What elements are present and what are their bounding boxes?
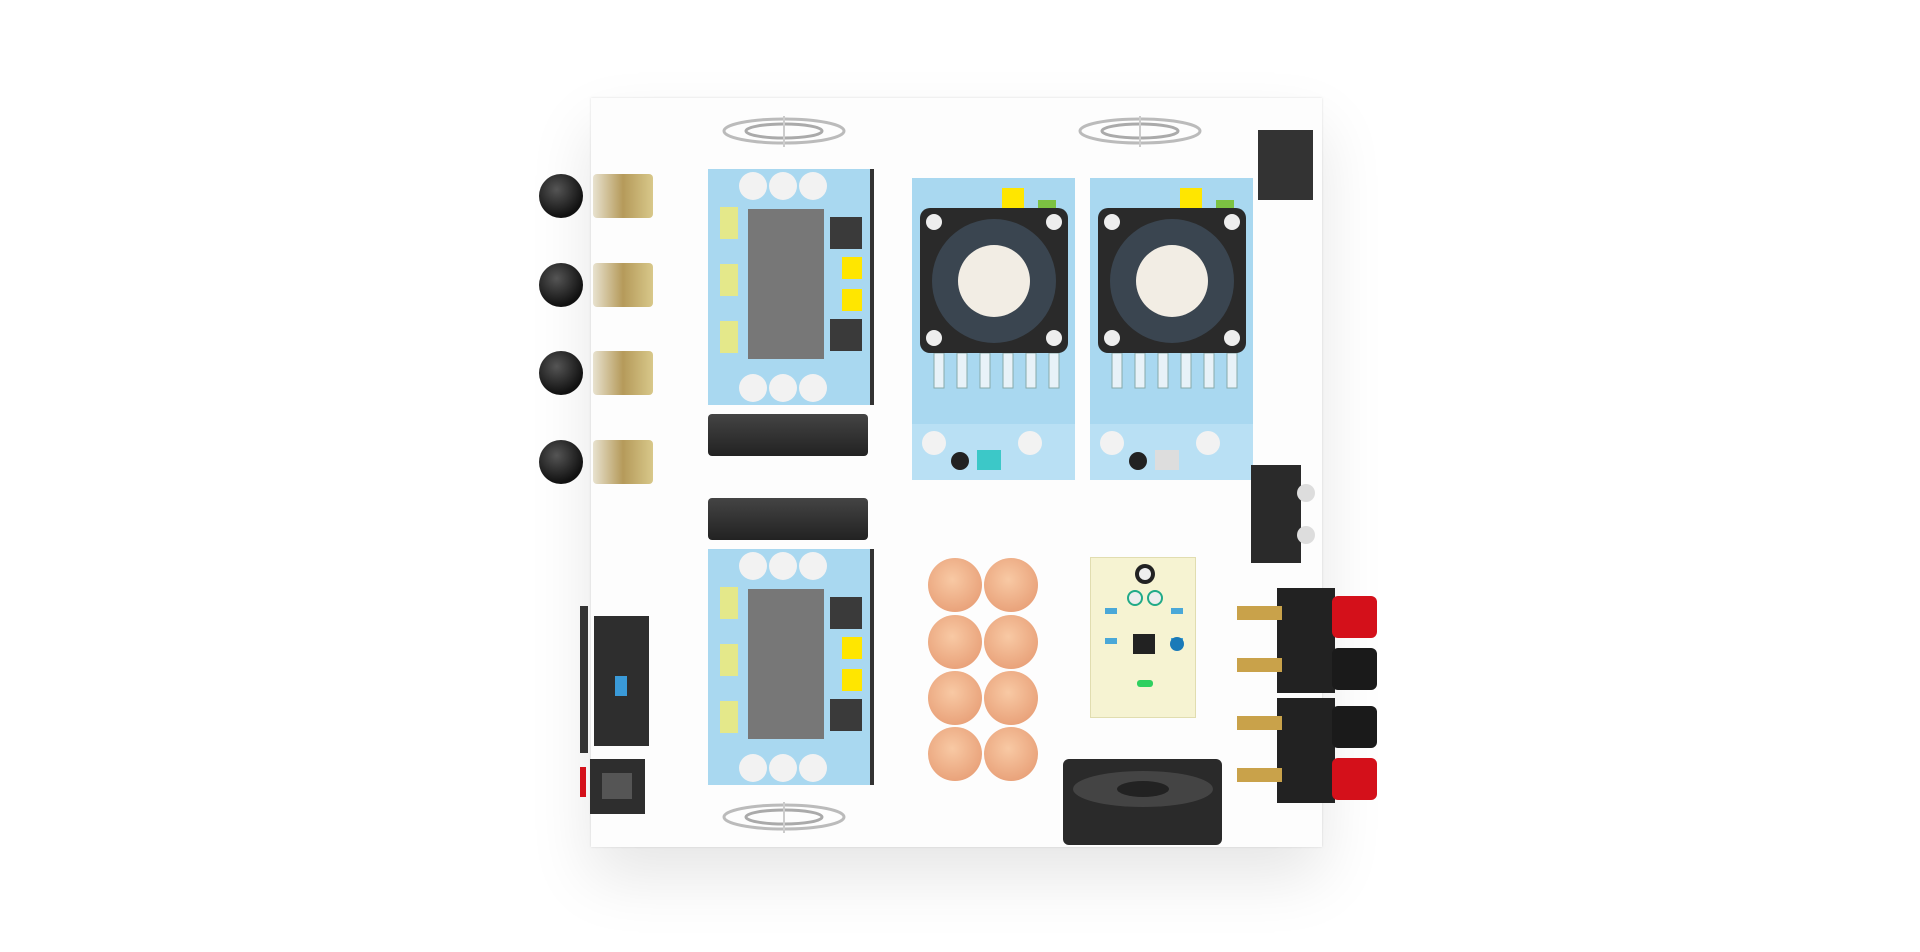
filter-capacitor — [984, 727, 1038, 781]
cooling-fan — [1063, 759, 1222, 845]
vent-grille-bottom-left — [722, 802, 846, 833]
power-supply-board-left — [912, 178, 1075, 480]
power-inlet — [580, 759, 645, 814]
amplifier-board-bottom — [708, 549, 874, 785]
filter-capacitor — [928, 558, 982, 612]
volume-knob — [539, 174, 583, 218]
heatsink-bar — [708, 414, 868, 456]
filter-capacitor — [928, 727, 982, 781]
potentiometer — [593, 263, 653, 307]
balance-knob — [539, 440, 583, 484]
filter-capacitor — [984, 671, 1038, 725]
treble-knob — [539, 351, 583, 395]
speaker-terminals — [1237, 588, 1377, 803]
rca-input-jacks — [1251, 465, 1315, 563]
amplifier-board-top — [708, 169, 874, 405]
preamp-board — [1090, 557, 1196, 718]
power-supply-board-right — [1090, 178, 1253, 480]
filter-capacitor — [928, 615, 982, 669]
heatsink-bar — [708, 498, 868, 540]
vent-grille-top-right — [1078, 116, 1202, 147]
vent-grille-top-left — [722, 116, 846, 147]
connector-block — [1258, 130, 1313, 200]
filter-capacitor — [928, 671, 982, 725]
power-switch — [580, 606, 649, 753]
potentiometer — [593, 440, 653, 484]
potentiometer — [593, 174, 653, 218]
filter-capacitor — [984, 558, 1038, 612]
filter-capacitor — [984, 615, 1038, 669]
bass-knob — [539, 263, 583, 307]
potentiometer — [593, 351, 653, 395]
